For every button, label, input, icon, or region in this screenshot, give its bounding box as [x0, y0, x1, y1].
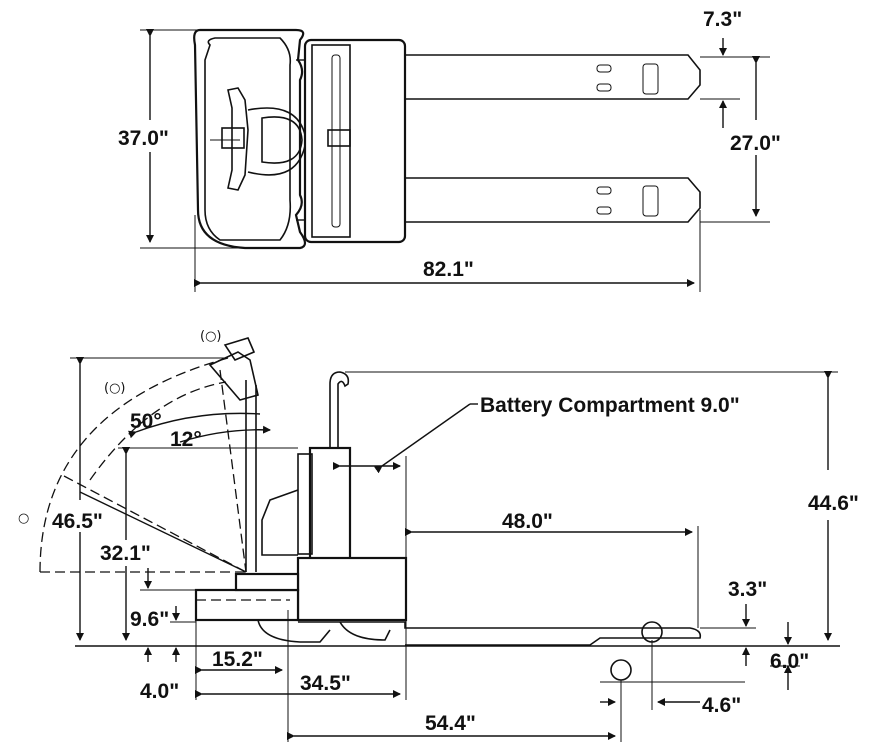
- dim-platform-height: 9.6": [130, 608, 169, 631]
- side-load-wheel: [641, 621, 663, 643]
- side-platform: [194, 588, 300, 622]
- side-fork: [298, 621, 702, 646]
- dim-angle-50: 50°: [130, 410, 162, 433]
- top-fork-upper: [405, 54, 701, 100]
- dim-overall-length: 82.1": [423, 258, 474, 281]
- dim-wheel-offset: 4.6": [702, 694, 741, 717]
- top-tiller-head: [227, 87, 249, 191]
- dim-platform-length: 15.2": [212, 648, 263, 671]
- horn-symbol-low: ○: [18, 511, 29, 526]
- side-tiller-head: [208, 351, 259, 401]
- dim-fork-length: 48.0": [502, 510, 553, 533]
- side-load-wheel-raised: [610, 659, 632, 681]
- dim-body-length: 34.5": [300, 672, 351, 695]
- dim-tiller-reach: 46.5": [52, 510, 103, 533]
- top-fork-lower: [405, 177, 701, 223]
- dim-fork-raised: 6.0": [770, 650, 809, 673]
- dim-fork-outer: 27.0": [730, 132, 781, 155]
- dim-top-width: 37.0": [118, 127, 169, 150]
- side-body-lower: [296, 556, 408, 622]
- dim-overall-height: 44.6": [808, 492, 859, 515]
- side-body-upper: [308, 446, 352, 562]
- side-handrail: [329, 371, 350, 448]
- top-operator-body: [193, 28, 307, 250]
- dim-fork-gap: 7.3": [703, 8, 742, 31]
- top-platform-inner: [204, 37, 292, 241]
- dim-tiller-height: 32.1": [100, 542, 151, 565]
- horn-symbol-top: (○): [200, 329, 222, 344]
- horn-symbol-mid: (○): [104, 381, 126, 396]
- dim-angle-12: 12°: [170, 428, 202, 451]
- top-chassis: [303, 38, 407, 244]
- dim-step-height: 4.0": [140, 680, 179, 703]
- dim-wheelbase: 54.4": [425, 712, 476, 735]
- dim-fork-lowered: 3.3": [728, 578, 767, 601]
- top-view: 37.0" 7.3" 27.0" 82.1": [118, 8, 781, 292]
- battery-compartment-label: Battery Compartment 9.0": [480, 394, 740, 417]
- side-view: (○) (○) ○ 50° 12° 46.5" 32.1" 9.6" 4.: [18, 329, 859, 742]
